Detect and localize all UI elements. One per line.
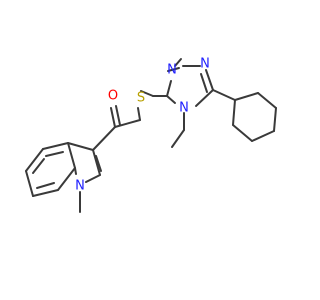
ethyl-group (171, 112, 185, 148)
pyrrole-ring (67, 142, 102, 213)
benzene-ring (25, 142, 76, 197)
thioether-link (140, 80, 172, 97)
molecule-canvas: O S N N N N (25, 56, 277, 213)
sulfur-atom-label: S (137, 91, 145, 106)
cyclohexyl-ring (212, 89, 277, 142)
oxygen-atom-label: O (108, 89, 118, 104)
triazole-n2-label: N (200, 57, 210, 72)
chemical-structure-diagram: O S N N N N (25, 57, 277, 213)
triazole-n4-label: N (179, 101, 189, 116)
indole-nitrogen-label: N (75, 179, 85, 194)
triazole-ring (166, 58, 214, 107)
triazole-n1-label: N (167, 63, 177, 78)
ketone-linker (92, 105, 141, 151)
